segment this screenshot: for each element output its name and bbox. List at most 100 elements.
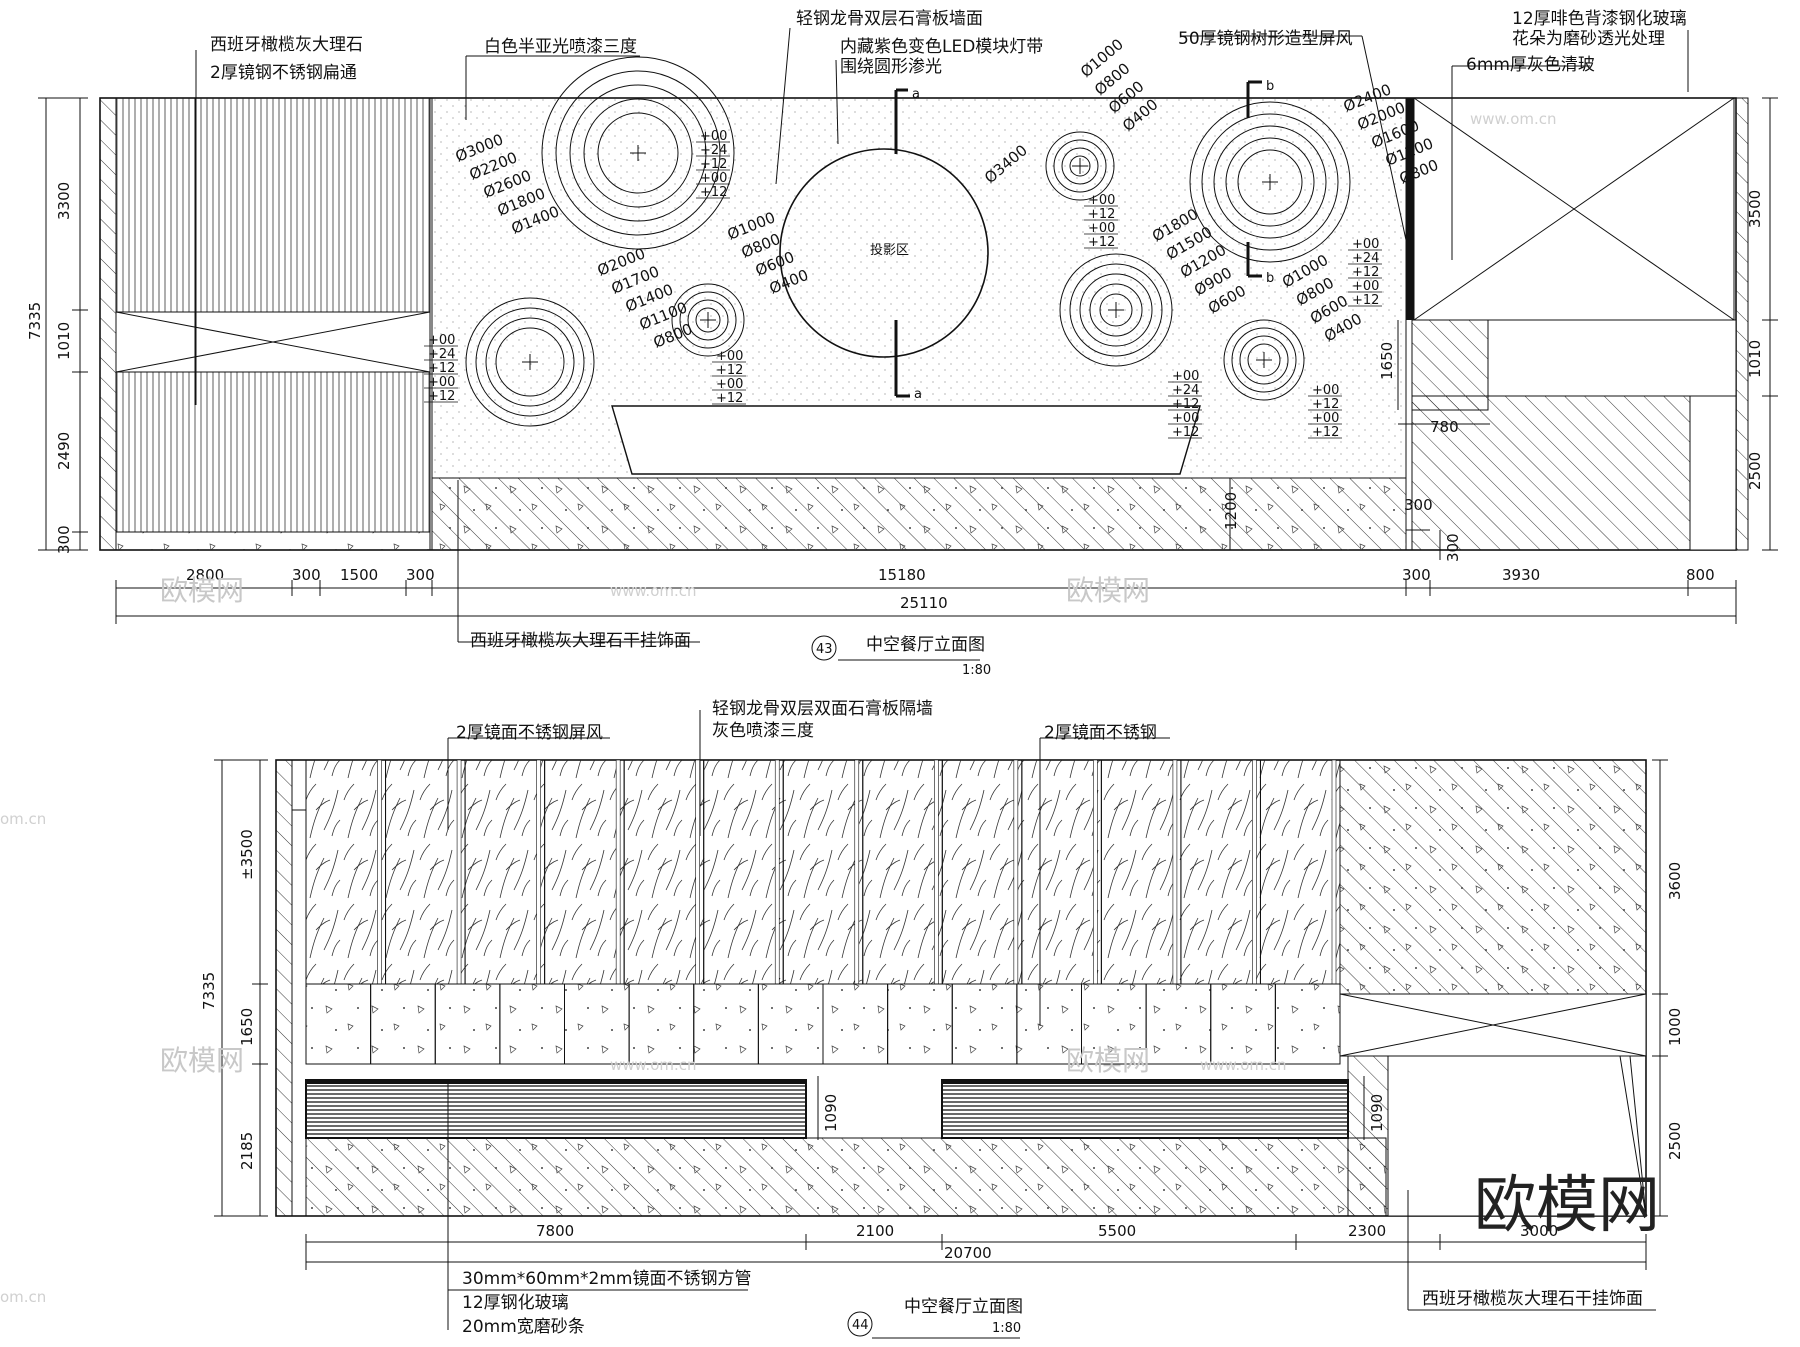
- level-label: +00: [1088, 221, 1115, 236]
- dimension-lines: [38, 27, 1778, 1339]
- marble-tile-row: [305, 983, 1341, 1065]
- dim-7800: 7800: [536, 1222, 574, 1240]
- screen-panel: [1100, 759, 1182, 985]
- level-label: +12: [1172, 397, 1199, 412]
- level-label: +12: [1088, 207, 1115, 222]
- marble-tile: [370, 983, 436, 1065]
- dim-b-3500: ±3500: [238, 829, 256, 880]
- level-label: +12: [1172, 425, 1199, 440]
- dim-3000: 3000: [1520, 1222, 1558, 1240]
- level-label: +12: [716, 363, 743, 378]
- circle-ring: [495, 327, 565, 397]
- dim-b-300a: 300: [292, 566, 321, 584]
- drawing-title-bottom: 中空餐厅立面图: [904, 1297, 1023, 1317]
- dim-1650: 1650: [1378, 342, 1396, 380]
- marble-tile: [1016, 983, 1082, 1065]
- dim-780: 780: [1430, 418, 1459, 436]
- panel-frame: [774, 759, 780, 985]
- level-label: +24: [1352, 251, 1379, 266]
- bottom-title: 44 中空餐厅立面图 1:80: [852, 1297, 1023, 1336]
- level-label: +12: [1312, 397, 1339, 412]
- marble-tile: [693, 983, 759, 1065]
- dim-inner-300: 300: [1404, 496, 1433, 514]
- watermark-site-4: www.om.cn: [1200, 1056, 1287, 1074]
- circle-ring: [1225, 137, 1315, 227]
- screen-panel: [1259, 759, 1341, 985]
- dim-1200: 1200: [1222, 492, 1240, 530]
- section-mark-a: [894, 88, 910, 398]
- level-label: +00: [428, 375, 455, 390]
- screen-panel: [305, 759, 387, 985]
- dim-r-3500: 3500: [1746, 190, 1764, 228]
- dim-total-25110: 25110: [900, 594, 948, 612]
- circle-ring: [1079, 273, 1153, 347]
- panel-frame: [456, 759, 462, 985]
- level-label: +00: [1172, 411, 1199, 426]
- dim-b-1650: 1650: [238, 1008, 256, 1046]
- drawing-scale-top: 1:80: [962, 663, 991, 678]
- drawing-scale-bottom: 1:80: [992, 1321, 1021, 1336]
- level-label: +12: [1352, 293, 1379, 308]
- dim-5500: 5500: [1098, 1222, 1136, 1240]
- label-white-paint: 白色半亚光喷漆三度: [484, 37, 637, 57]
- label-steel-flat-bar: 2厚镜钢不锈钢扁通: [210, 63, 357, 83]
- watermark-logo-1: 欧模网: [160, 574, 244, 607]
- section-b-top: b: [1266, 79, 1274, 94]
- section-a-top: a: [912, 87, 920, 102]
- label-grey-glass: 6mm厚灰色清玻: [1466, 55, 1595, 75]
- circle-ring: [1213, 125, 1327, 239]
- level-label: +12: [1312, 425, 1339, 440]
- panel-frame: [854, 759, 860, 985]
- circle-ring: [1053, 139, 1107, 193]
- marble-tile: [628, 983, 695, 1065]
- watermark-tld-2: om.cn: [0, 1288, 46, 1306]
- label-grey-paint: 灰色喷漆三度: [712, 721, 814, 741]
- panel-frame: [1013, 759, 1019, 985]
- level-label: +12: [428, 361, 455, 376]
- label-tempered-glass: 12厚钢化玻璃: [462, 1293, 569, 1313]
- label-frosted-flowers: 花朵为磨砂透光处理: [1512, 29, 1665, 49]
- dim-br-3600: 3600: [1666, 862, 1684, 900]
- gypsum-board-wall: [431, 97, 1407, 479]
- level-label: +00: [1088, 193, 1115, 208]
- dim-1010: 1010: [55, 322, 73, 360]
- watermark-site-3: www.om.cn: [610, 1056, 697, 1074]
- circle-ring: [1045, 131, 1115, 201]
- circle-ring: [1247, 343, 1281, 377]
- label-marble-cladding-b: 西班牙橄榄灰大理石干挂饰面: [1422, 1289, 1643, 1309]
- circle-ring: [1059, 253, 1173, 367]
- watermark-tld-1: om.cn: [0, 810, 46, 828]
- circle-ring: [555, 70, 721, 236]
- dim-b-300c: 300: [1402, 566, 1431, 584]
- marble-tile: [757, 983, 824, 1065]
- glass-rail-left: [305, 1079, 807, 1139]
- screen-panel: [1180, 759, 1261, 985]
- panel-frame: [377, 759, 382, 985]
- label-mirror-steel: 2厚镜面不锈钢: [1044, 723, 1157, 743]
- level-label: +00: [428, 333, 455, 348]
- screen-panel: [941, 759, 1023, 985]
- circle-ring: [1231, 327, 1297, 393]
- marble-tile: [1210, 983, 1276, 1065]
- screen-panel: [1021, 759, 1102, 985]
- level-label: +12: [428, 389, 455, 404]
- label-circular-light: 围绕圆形渗光: [840, 57, 942, 77]
- bottom-elevation: [275, 759, 1647, 1217]
- circle-ring: [1069, 263, 1163, 357]
- marble-tile: [434, 983, 501, 1065]
- level-label: +00: [1172, 369, 1199, 384]
- circle-ring: [1189, 101, 1351, 263]
- watermark-logo-4: 欧模网: [1066, 1044, 1150, 1077]
- watermark-logo-large: 欧模网: [1474, 1168, 1660, 1241]
- dim-b-1500: 1500: [340, 566, 378, 584]
- screen-panel: [703, 759, 784, 985]
- drawing-title-top: 中空餐厅立面图: [866, 635, 985, 655]
- dim-inner-300v: 300: [1444, 533, 1462, 562]
- level-label: +00: [1312, 411, 1339, 426]
- mirror-steel-screen: [305, 759, 1341, 985]
- bottom-annotations: 2厚镜面不锈钢屏风 轻钢龙骨双层双面石膏板隔墙 灰色喷漆三度 2厚镜面不锈钢 3…: [456, 698, 1643, 1337]
- circle-ring: [1099, 293, 1133, 327]
- level-labels: +00+24+12+00+12+00+24+12+00+12+00+12+00+…: [424, 129, 1382, 440]
- panel-frame: [934, 759, 939, 985]
- circle-ring: [671, 283, 745, 357]
